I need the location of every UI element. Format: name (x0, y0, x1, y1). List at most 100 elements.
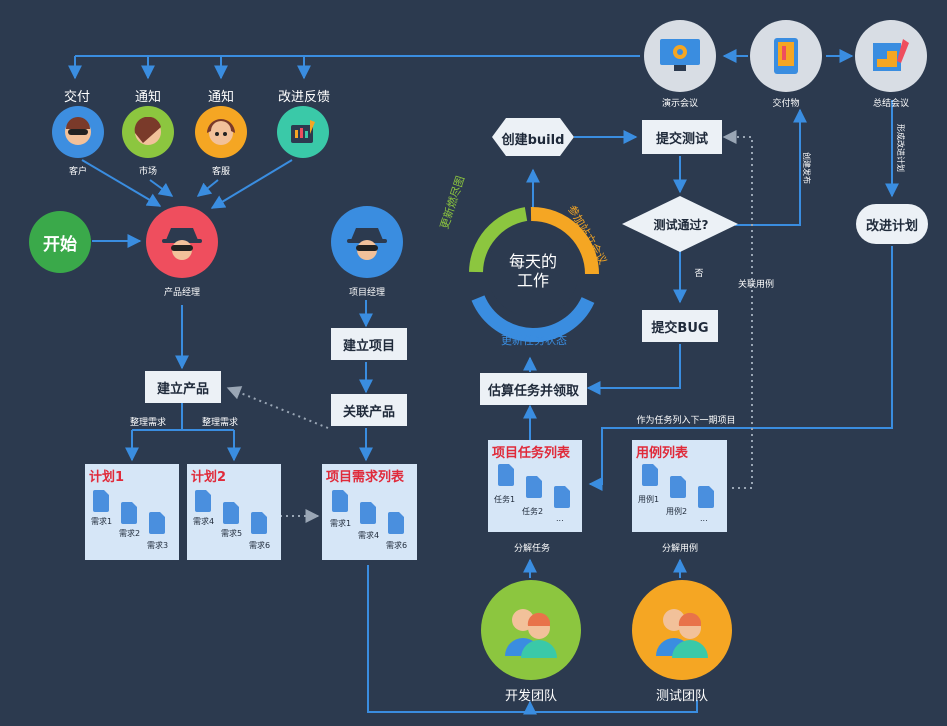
dev-team-avatar (481, 580, 581, 680)
case-list-title: 用例列表 (636, 446, 689, 461)
edge-label-related-cases: 关联用例 (737, 280, 775, 290)
doc-icon (498, 464, 514, 486)
market-icon (134, 117, 161, 145)
plan-2-panel: 计划2 需求4 需求5 需求6 (187, 464, 281, 560)
plan-2-item: 需求5 (221, 529, 243, 538)
monitor-gear-icon (660, 39, 700, 71)
doc-icon (93, 490, 109, 512)
create-build-label: 创建build (501, 133, 565, 148)
demo-meeting-label: 演示会议 (661, 99, 699, 109)
stakeholder-action-3: 改进反馈 (277, 90, 331, 105)
edge-label-no: 否 (694, 269, 704, 279)
product-manager-label: 产品经理 (163, 288, 201, 298)
daily-work-ring (469, 206, 599, 343)
team-icon (656, 609, 708, 658)
daily-work-center: 每天的 工作 (508, 252, 558, 290)
doc-icon (251, 512, 267, 534)
project-manager-avatar (331, 206, 403, 278)
plan-2-title: 计划2 (191, 470, 227, 485)
edge-label-split-tasks: 分解任务 (513, 544, 551, 554)
submit-bug-box: 提交BUG (642, 310, 718, 342)
summary-meeting-node (855, 20, 927, 92)
case-list-panel: 用例列表 用例1 用例2 ... (632, 440, 727, 532)
project-manager-label: 项目经理 (348, 288, 386, 298)
plan-1-title: 计划1 (89, 470, 125, 485)
create-build-shape (492, 118, 574, 156)
spy-icon (162, 228, 202, 260)
project-reqs-panel: 项目需求列表 需求1 需求4 需求6 (322, 464, 417, 560)
support-label: 客服 (211, 167, 231, 177)
stakeholder-action-1: 通知 (134, 90, 162, 105)
arc-status-label: 更新任务状态 (501, 334, 567, 347)
market-label: 市场 (138, 167, 158, 177)
project-reqs-title: 项目需求列表 (326, 470, 405, 485)
support-avatar (195, 106, 247, 158)
plan-2-item: 需求4 (193, 517, 215, 526)
edge-label-sort-req-2: 整理需求 (201, 418, 239, 428)
feedback-icon (291, 120, 315, 143)
link-product-box: 关联产品 (331, 394, 407, 426)
case-list-item: 用例1 (638, 495, 660, 504)
test-team-label: 测试团队 (655, 689, 709, 704)
doc-icon (698, 486, 714, 508)
doc-icon (195, 490, 211, 512)
feedback-avatar (277, 106, 329, 158)
support-icon (207, 119, 235, 145)
plan-1-item: 需求1 (91, 517, 113, 526)
dev-team-label: 开发团队 (504, 689, 558, 704)
tablet-icon (774, 38, 798, 74)
task-list-item: ... (556, 514, 564, 523)
customer-label: 客户 (68, 167, 88, 177)
task-list-item: 任务2 (522, 507, 544, 516)
test-passed-decision (622, 196, 738, 252)
summary-meeting-label: 总结会议 (872, 99, 910, 109)
create-project-box: 建立项目 (331, 328, 407, 360)
doc-icon (360, 502, 376, 524)
case-list-item: 用例2 (666, 507, 688, 516)
edge-label-next-project: 作为任务列入下一期项目 (636, 416, 736, 426)
task-list-item: 任务1 (494, 495, 516, 504)
edge-label-sort-req-1: 整理需求 (129, 418, 167, 428)
doc-icon (121, 502, 137, 524)
deliverable-label: 交付物 (772, 99, 800, 109)
doc-icon (332, 490, 348, 512)
doc-icon (554, 486, 570, 508)
edge-label-form-plan: 形成改进计划 (896, 124, 905, 172)
doc-icon (388, 512, 404, 534)
doc-icon (526, 476, 542, 498)
improve-plan-box: 改进计划 (856, 204, 928, 244)
plan-2-item: 需求6 (249, 541, 271, 550)
test-team-avatar (632, 580, 732, 680)
submit-test-box: 提交测试 (642, 120, 722, 154)
deliverable-node (750, 20, 822, 92)
project-req-item: 需求1 (330, 519, 352, 528)
edge-label-split-cases: 分解用例 (661, 544, 699, 554)
start-node: 开始 (29, 211, 91, 273)
doc-icon (149, 512, 165, 534)
estimate-tasks-box: 估算任务并领取 (480, 373, 587, 405)
spy-icon (347, 228, 387, 260)
plan-1-item: 需求3 (147, 541, 169, 550)
customer-icon (65, 117, 91, 145)
plan-1-item: 需求2 (119, 529, 141, 538)
case-list-item: ... (700, 514, 708, 523)
doc-icon (223, 502, 239, 524)
product-manager-avatar (146, 206, 218, 278)
stakeholder-action-2: 通知 (207, 90, 235, 105)
edge-label-create-release: 创建发布 (802, 152, 811, 184)
project-req-item: 需求6 (386, 541, 408, 550)
project-req-item: 需求4 (358, 531, 380, 540)
market-avatar (122, 106, 174, 158)
blueprint-icon (873, 39, 909, 71)
task-list-title: 项目任务列表 (492, 446, 571, 461)
doc-icon (642, 464, 658, 486)
doc-icon (670, 476, 686, 498)
team-icon (505, 609, 557, 658)
test-passed-label: 测试通过? (653, 218, 709, 232)
demo-meeting-node (644, 20, 716, 92)
create-product-box: 建立产品 (145, 371, 221, 403)
stakeholder-action-0: 交付 (63, 90, 91, 105)
customer-avatar (52, 106, 104, 158)
